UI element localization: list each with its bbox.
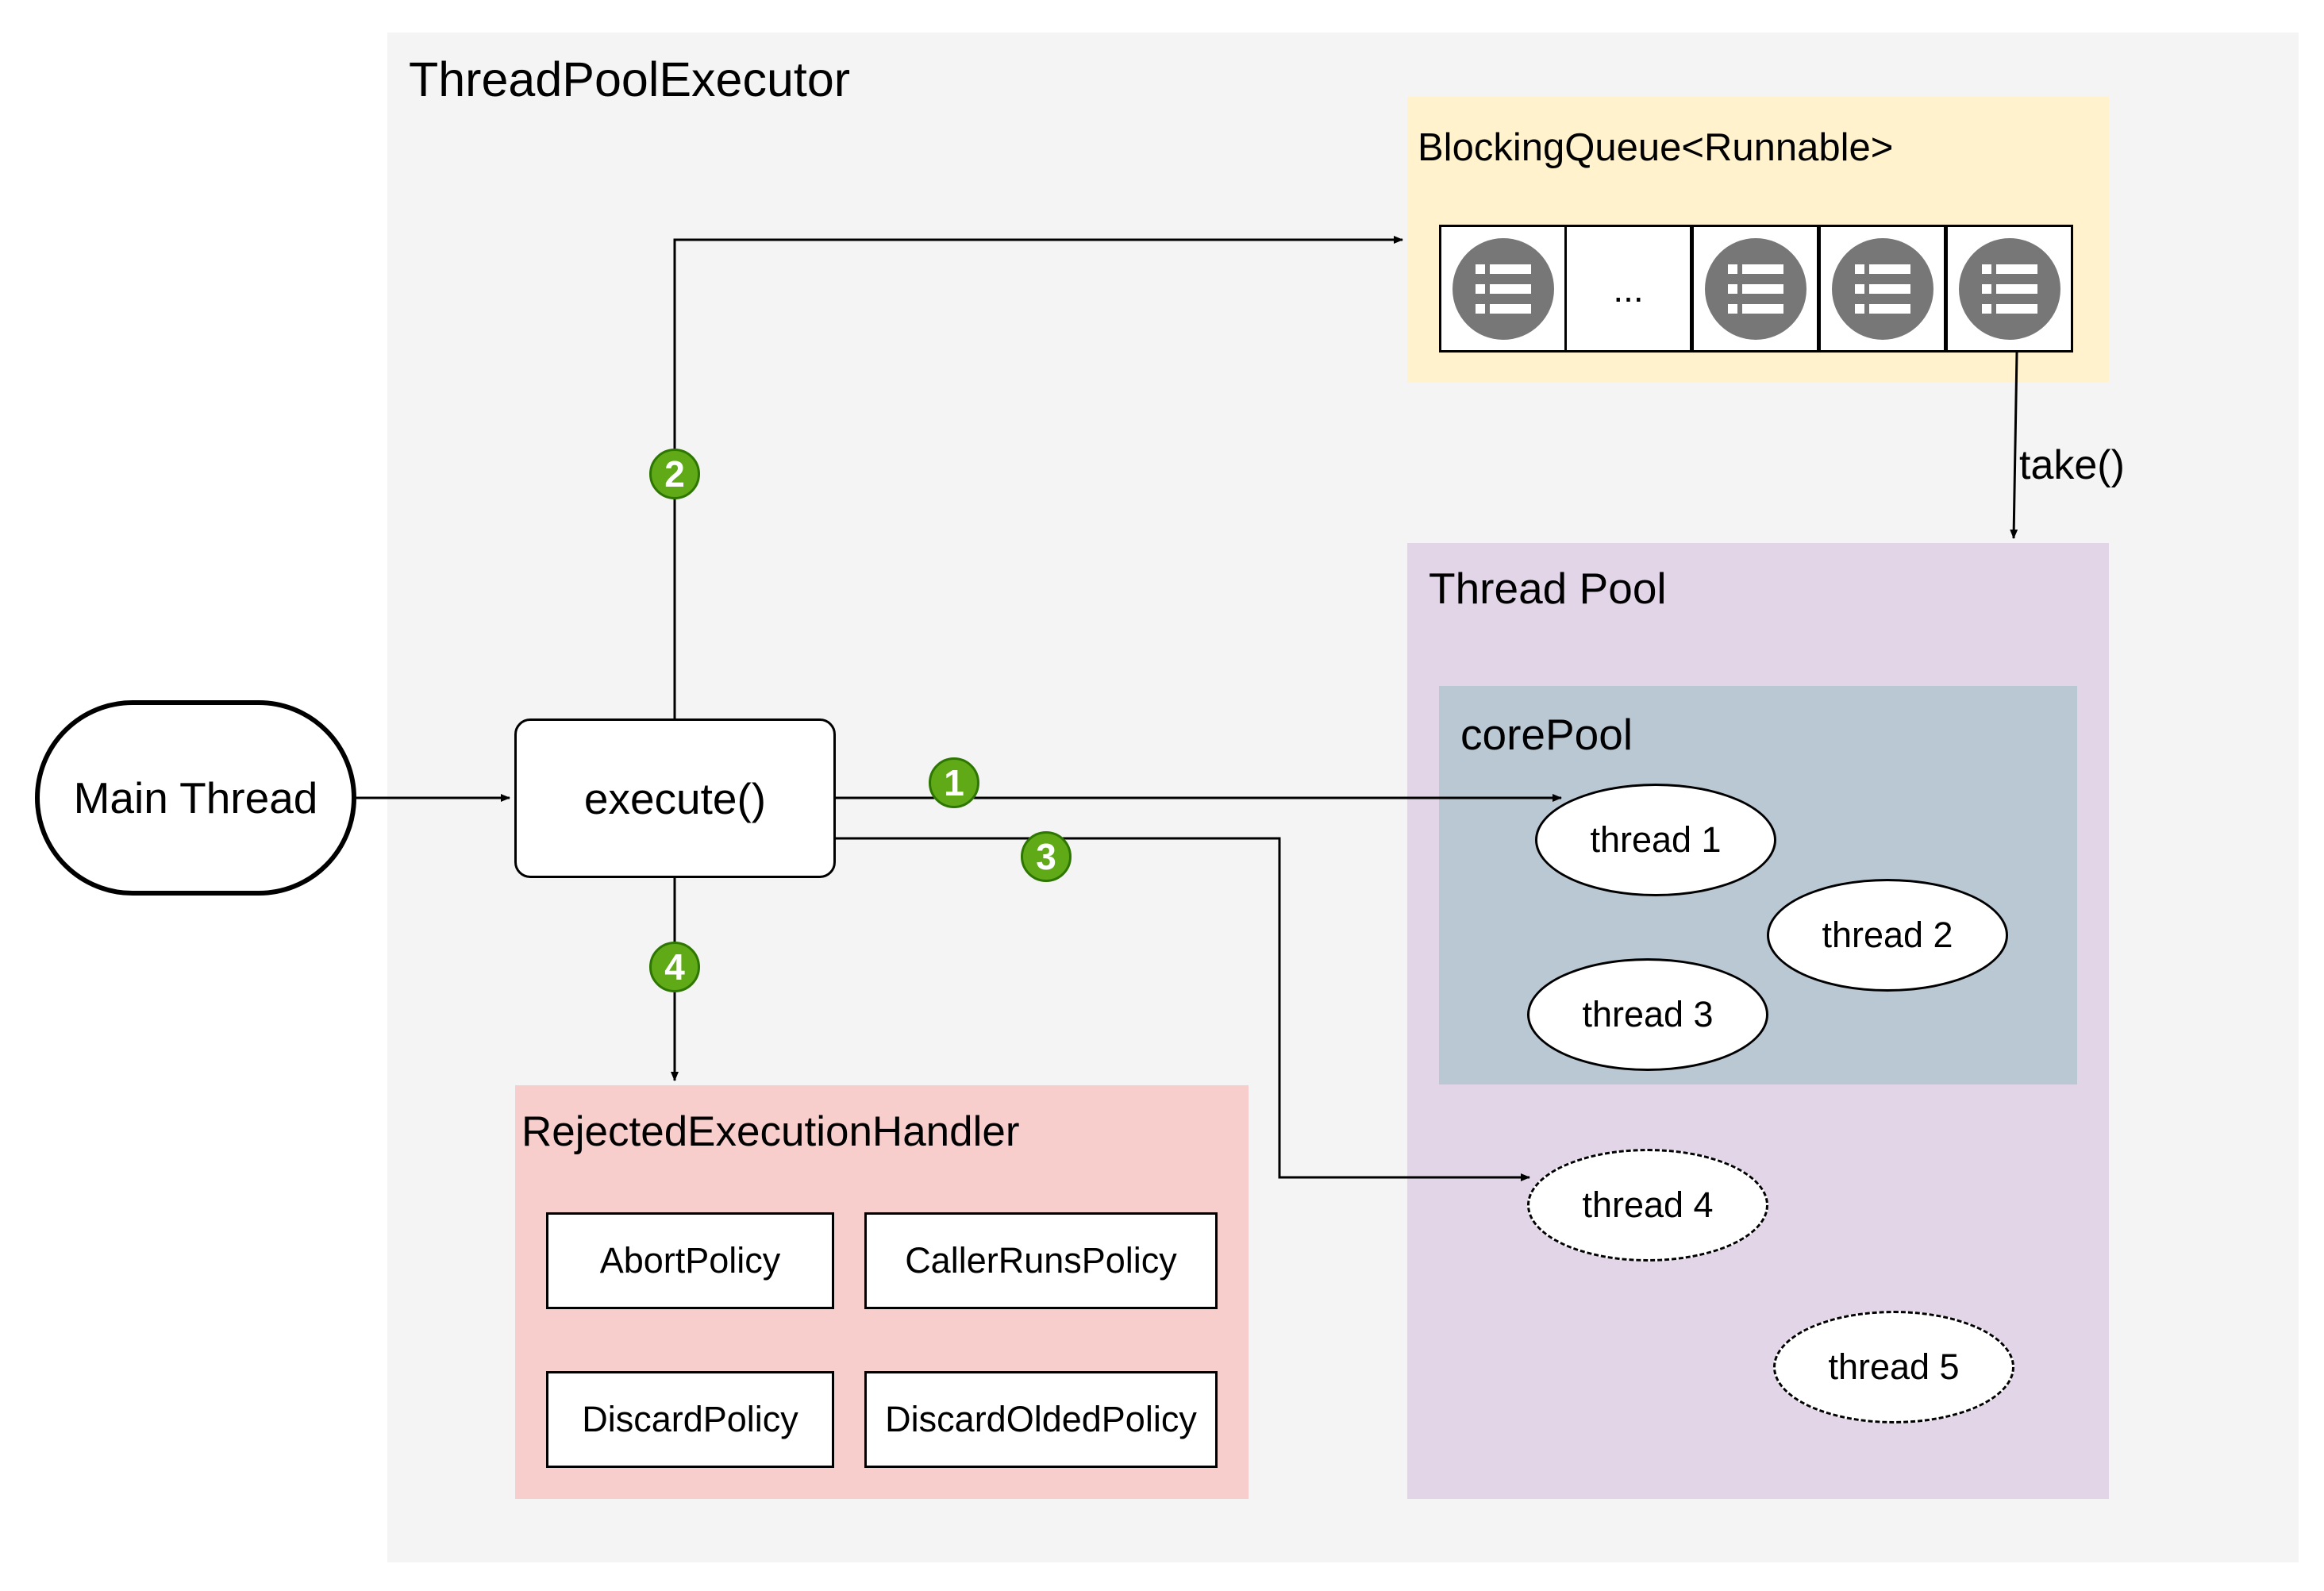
blocking-queue-title: BlockingQueue<Runnable> <box>1418 126 1894 169</box>
execute-node: execute() <box>514 718 836 878</box>
thread-node: thread 1 <box>1535 784 1776 896</box>
step-badge-3: 3 <box>1021 831 1072 882</box>
non-core-thread-node: thread 5 <box>1773 1311 2014 1423</box>
take-label: take() <box>2019 442 2125 488</box>
queue-slot <box>1818 225 1946 352</box>
queue-slot <box>1439 225 1567 352</box>
thread-node: thread 3 <box>1527 958 1768 1071</box>
list-icon <box>1704 237 1806 340</box>
queue-slot <box>1945 225 2073 352</box>
execute-label: execute() <box>583 773 767 823</box>
arrow-step2-queue <box>673 236 1403 718</box>
queue-slot <box>1691 225 1819 352</box>
thread-pool-title: Thread Pool <box>1429 564 1667 613</box>
policy-box: AbortPolicy <box>546 1212 834 1309</box>
policy-box: DiscardPolicy <box>546 1371 834 1468</box>
thread-node: thread 2 <box>1767 879 2008 992</box>
list-icon <box>1958 237 2060 340</box>
policy-box: CallerRunsPolicy <box>864 1212 1218 1309</box>
list-icon <box>1452 237 1554 340</box>
queue-ellipsis: ... <box>1613 268 1644 310</box>
main-thread-label: Main Thread <box>73 773 318 822</box>
arrow-step3-extra-thread <box>836 837 1530 1181</box>
policy-box: DiscardOldedPolicy <box>864 1371 1218 1468</box>
executor-title: ThreadPoolExecutor <box>409 52 851 106</box>
step-badge-2: 2 <box>649 449 700 499</box>
arrow-take <box>2010 352 2018 539</box>
step-badge-4: 4 <box>649 942 700 992</box>
step-badge-1: 1 <box>929 757 979 808</box>
queue-slot-ellipsis: ... <box>1564 225 1692 352</box>
main-thread-node: Main Thread <box>35 700 356 896</box>
rejected-handler-title: RejectedExecutionHandler <box>521 1108 1020 1155</box>
list-icon <box>1831 237 1933 340</box>
non-core-thread-node: thread 4 <box>1527 1149 1768 1262</box>
core-pool-title: corePool <box>1460 710 1633 759</box>
